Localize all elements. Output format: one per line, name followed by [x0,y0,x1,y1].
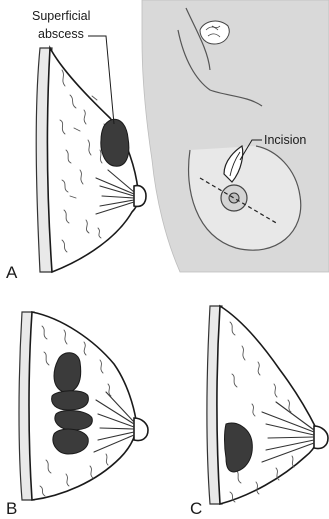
panel-a-nipple [134,186,146,207]
panel-b-letter: B [6,499,17,518]
panel-b-abscess-3 [55,411,92,430]
panel-a-profile [36,36,146,272]
panel-c-letter: C [190,499,202,518]
panel-c [207,306,328,504]
panel-c-breast-outline [217,306,318,504]
frontal-nipple [229,193,239,203]
panel-b-abscess-2 [52,391,89,410]
panel-a-letter: A [6,263,18,282]
axillary-hair [200,21,229,44]
panel-a-superficial-abscess [101,119,129,166]
panel-b [19,312,148,500]
superficial-abscess-label-line2: abscess [38,27,84,41]
panel-c-nipple [314,426,328,449]
incision-label: Incision [264,133,306,147]
superficial-abscess-label-line1: Superficial [32,9,90,23]
panel-b-nipple [134,418,148,441]
panel-b-abscess-4 [53,429,88,454]
